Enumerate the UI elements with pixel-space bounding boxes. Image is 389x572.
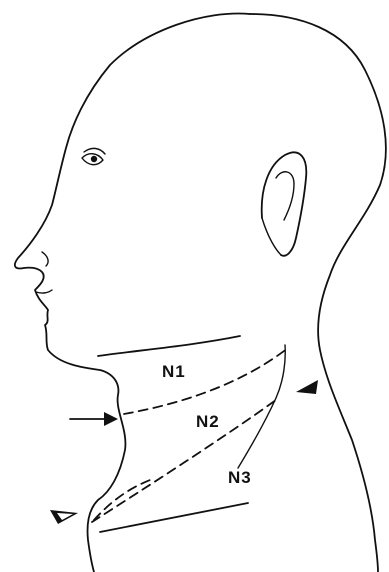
label-n3: N3 — [228, 468, 252, 487]
dashed-boundary-lower — [94, 480, 150, 520]
right-arrowhead-icon — [296, 380, 318, 394]
muscle-border-line — [238, 345, 285, 468]
ear — [262, 152, 307, 255]
nostril — [42, 252, 48, 266]
eye-icon — [82, 148, 105, 164]
lower-arrowhead-icon — [50, 510, 78, 524]
mouth — [36, 290, 52, 293]
label-n1: N1 — [162, 362, 186, 381]
dashed-boundary-n1-n2 — [124, 348, 288, 414]
label-n2: N2 — [196, 412, 220, 431]
jaw-line — [98, 336, 240, 356]
left-arrow-icon — [70, 412, 118, 426]
clavicle-line — [100, 503, 248, 532]
back-of-head-neck-outline — [250, 14, 386, 572]
